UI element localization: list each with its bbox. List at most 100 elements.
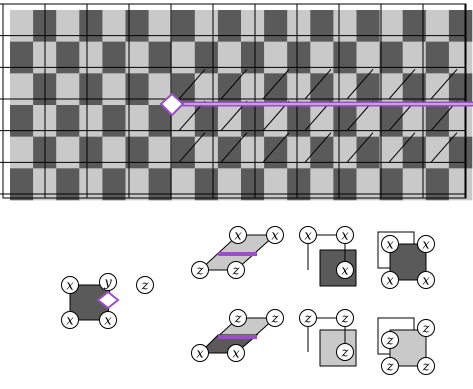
grid-cell — [356, 10, 380, 42]
grid-line-slanted — [262, 132, 290, 163]
node-circle — [417, 357, 435, 375]
node-label: x — [341, 229, 349, 244]
grid-line-slanted — [388, 69, 416, 100]
grid-cell — [448, 168, 473, 201]
grid-cell — [10, 105, 34, 137]
node-label: z — [341, 346, 349, 361]
grid-cell — [56, 41, 80, 74]
node-circle — [99, 273, 117, 291]
grid-line-slanted — [430, 69, 458, 100]
grid-cell — [264, 10, 288, 42]
grid-cell — [287, 168, 311, 201]
node-circle — [136, 276, 154, 294]
grid-cell — [379, 41, 403, 74]
node-label: x — [422, 274, 430, 289]
node-circle — [336, 226, 354, 244]
node-circle — [381, 331, 399, 349]
grid-cell — [310, 136, 334, 169]
node-circle — [381, 271, 399, 289]
grid-cell — [56, 105, 80, 137]
grid-cell — [264, 73, 288, 106]
node-label: z — [141, 279, 149, 294]
grid-cell — [333, 168, 357, 201]
grid-cell — [356, 168, 380, 201]
grid-cell — [264, 136, 288, 169]
grid-cell — [194, 73, 219, 106]
grid-cell — [425, 73, 450, 106]
grid-cell — [287, 136, 311, 169]
grid-cell — [171, 168, 196, 201]
node-circle — [99, 311, 117, 329]
grid-line-slanted — [346, 132, 374, 163]
grid-cell — [125, 136, 149, 169]
grid-cell — [194, 168, 219, 201]
node-circle — [336, 343, 354, 361]
grid-cell — [102, 41, 126, 74]
node-label: x — [271, 229, 279, 244]
grid-cell — [171, 73, 196, 106]
grid-cell — [102, 10, 126, 42]
grid-cell — [217, 168, 242, 201]
node-label: x — [234, 229, 242, 244]
grid-cell — [448, 41, 473, 74]
grid-line-slanted — [388, 132, 416, 163]
checkerboard-grid — [0, 3, 473, 201]
node-label: x — [386, 238, 394, 253]
grid-cell — [194, 136, 219, 169]
grid-cell — [79, 168, 103, 201]
node-circle — [417, 319, 435, 337]
grid-line-slanted — [304, 132, 332, 163]
grid-cell — [241, 105, 265, 137]
grid-cell — [241, 168, 265, 201]
grid-cell — [310, 41, 334, 74]
grid-cell — [310, 105, 334, 137]
grid-cell — [79, 41, 103, 74]
grid-line-slanted — [220, 132, 248, 163]
grid-cell — [402, 136, 427, 169]
grid-cell — [379, 136, 403, 169]
node-circle — [61, 276, 79, 294]
grid-line-slanted — [220, 69, 248, 100]
grid-line-slanted — [430, 132, 458, 163]
node-circle — [266, 309, 284, 327]
grid-cell — [171, 10, 196, 42]
grid-cell — [425, 136, 450, 169]
grid-cell — [425, 105, 450, 137]
grid-cell — [333, 10, 357, 42]
node-label: x — [196, 347, 204, 362]
grid-cell — [79, 10, 103, 42]
grid-cell — [402, 10, 427, 42]
highlighted-path — [159, 92, 473, 117]
node-circle — [227, 344, 245, 362]
grid-cell — [356, 105, 380, 137]
node-label: z — [386, 360, 394, 375]
grid-cell — [379, 105, 403, 137]
grid-line-slanted — [178, 69, 206, 100]
grid-cell — [448, 105, 473, 137]
grid-cell — [333, 41, 357, 74]
grid-cell — [425, 41, 450, 74]
grid-cell — [241, 73, 265, 106]
node-label: x — [232, 347, 240, 362]
grid-cell — [79, 105, 103, 137]
node-label: x — [66, 279, 74, 294]
node-circle — [229, 309, 247, 327]
grid-line-slanted — [262, 69, 290, 100]
grid-cell — [379, 73, 403, 106]
grid-cell — [379, 10, 403, 42]
grid-cell — [241, 10, 265, 42]
grid-line-slanted — [178, 132, 206, 163]
grid-cell — [287, 10, 311, 42]
grid-cell — [264, 41, 288, 74]
grid-cell — [102, 136, 126, 169]
grid-cell — [287, 41, 311, 74]
grid-cell — [425, 10, 450, 42]
grid-cell — [310, 168, 334, 201]
grid-cell — [217, 10, 242, 42]
grid-cell — [241, 136, 265, 169]
node-label: x — [422, 238, 430, 253]
node-circle — [191, 344, 209, 362]
